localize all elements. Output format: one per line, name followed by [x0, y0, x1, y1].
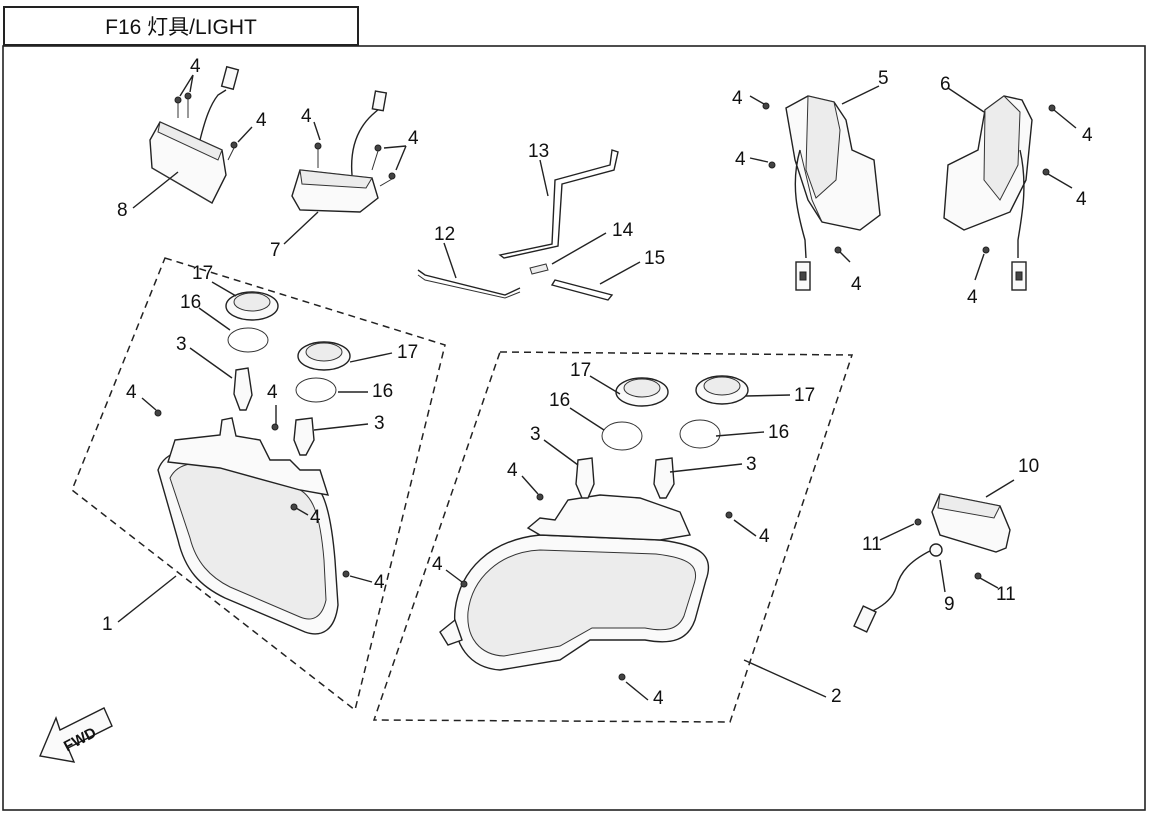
- part-6-turn-signal: [943, 95, 1056, 291]
- callout-2: 2: [831, 686, 842, 707]
- parts-9-11-side-marker: [853, 493, 1011, 633]
- callout-3: 3: [176, 334, 187, 355]
- callout-4: 4: [732, 88, 743, 109]
- callout-4: 4: [967, 287, 978, 308]
- part-7-plate-light: [291, 90, 396, 213]
- callout-6: 6: [940, 74, 951, 95]
- callout-4: 4: [653, 688, 664, 709]
- group-2-outline: [372, 351, 854, 723]
- callout-16: 16: [549, 390, 570, 411]
- callout-17: 17: [794, 385, 815, 406]
- callout-4: 4: [507, 460, 518, 481]
- callout-4: 4: [190, 56, 201, 77]
- callout-17: 17: [570, 360, 591, 381]
- callout-4: 4: [851, 274, 862, 295]
- callout-3: 3: [530, 424, 541, 445]
- callout-1: 1: [102, 614, 113, 635]
- callout-11: 11: [862, 534, 882, 555]
- callout-10: 10: [1018, 456, 1039, 477]
- parts-12-15-brackets: [417, 149, 619, 301]
- diagram-title: F16 灯具/LIGHT: [3, 6, 359, 46]
- fwd-arrow-icon: [39, 707, 113, 763]
- callout-12: 12: [434, 224, 455, 245]
- callout-16: 16: [372, 381, 393, 402]
- callout-5: 5: [878, 68, 889, 89]
- callout-4: 4: [1082, 125, 1093, 146]
- callout-13: 13: [528, 141, 549, 162]
- callout-17: 17: [397, 342, 418, 363]
- callout-17: 17: [192, 263, 213, 284]
- group-1-outline: [71, 257, 446, 712]
- callout-3: 3: [746, 454, 757, 475]
- part-2-headlight: [439, 375, 749, 681]
- callout-8: 8: [117, 200, 128, 221]
- callout-7: 7: [270, 240, 281, 261]
- callout-11: 11: [996, 584, 1016, 605]
- diagram-border: [2, 45, 1146, 811]
- part-1-headlight: [154, 291, 351, 635]
- callout-4: 4: [408, 128, 419, 149]
- callout-4: 4: [735, 149, 746, 170]
- callout-4: 4: [432, 554, 443, 575]
- callout-16: 16: [180, 292, 201, 313]
- callout-4: 4: [759, 526, 770, 547]
- part-8-tail-light: [149, 65, 240, 204]
- callout-15: 15: [644, 248, 665, 269]
- callout-14: 14: [612, 220, 634, 241]
- callout-4: 4: [267, 382, 278, 403]
- part-5-turn-signal: [762, 95, 881, 291]
- callout-4: 4: [374, 572, 385, 593]
- callout-4: 4: [1076, 189, 1087, 210]
- callout-4: 4: [301, 106, 312, 127]
- callout-16: 16: [768, 422, 789, 443]
- callout-3: 3: [374, 413, 385, 434]
- callout-9: 9: [944, 594, 955, 615]
- callout-4: 4: [310, 507, 321, 528]
- callout-4: 4: [126, 382, 137, 403]
- callout-4: 4: [256, 110, 267, 131]
